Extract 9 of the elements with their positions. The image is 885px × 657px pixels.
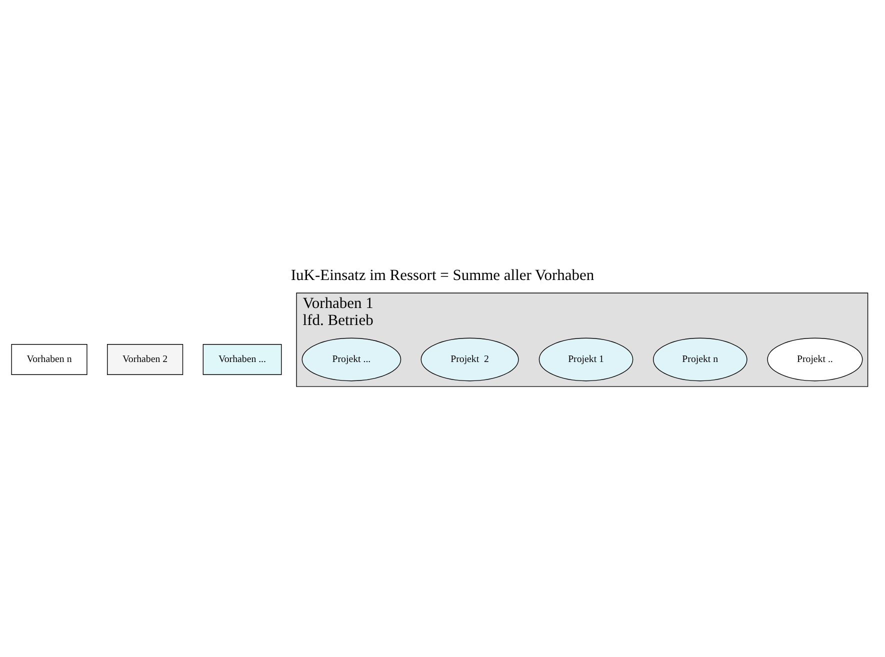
node-box: Vorhaben ...	[202, 344, 282, 375]
node-ellipse: Projekt ...	[302, 338, 402, 382]
diagram-title: IuK-Einsatz im Ressort = Summe aller Vorhaben	[290, 267, 594, 284]
node-box: Vorhaben n	[11, 344, 88, 375]
node-ellipse: Projekt n	[652, 338, 748, 382]
node-ellipse: Projekt ..	[767, 338, 863, 382]
node-box: Vorhaben 2	[107, 344, 184, 375]
node-ellipse: Projekt 2	[420, 338, 519, 382]
node-ellipse: Projekt 1	[538, 338, 634, 382]
